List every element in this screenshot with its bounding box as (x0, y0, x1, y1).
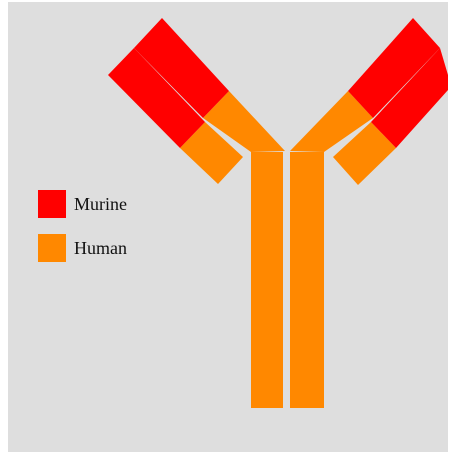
antibody-diagram: Murine Human (8, 2, 448, 452)
legend-swatch-murine (38, 190, 66, 218)
right-heavy-stem (290, 152, 324, 408)
left-heavy-stem (251, 152, 283, 408)
legend-item-murine: Murine (38, 190, 127, 218)
legend-label-murine: Murine (74, 194, 127, 215)
antibody-svg (8, 2, 448, 452)
legend-item-human: Human (38, 234, 127, 262)
legend-swatch-human (38, 234, 66, 262)
legend-label-human: Human (74, 238, 127, 259)
